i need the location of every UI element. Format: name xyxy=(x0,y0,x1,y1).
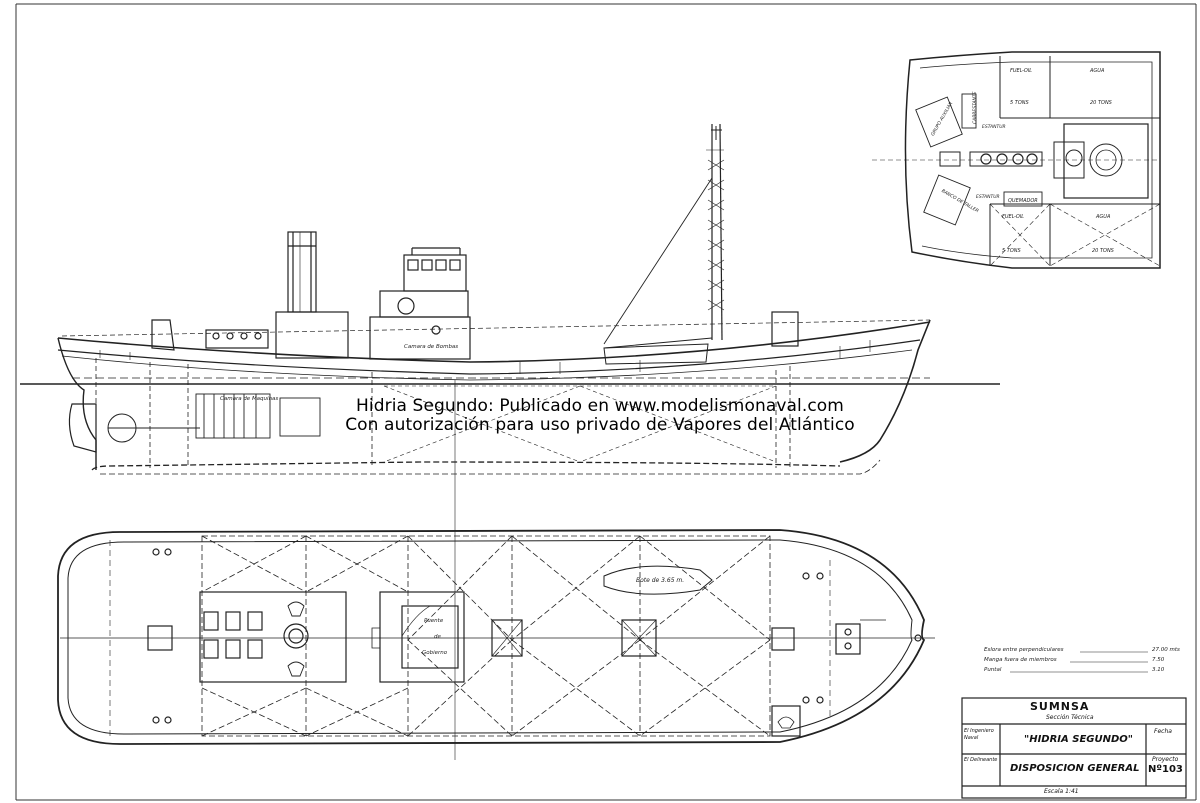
label-fuel-oil-top-tons: 5 TONS xyxy=(1010,100,1030,106)
dim-label: Puntal xyxy=(984,667,1002,673)
title-drawing: DISPOSICION GENERAL xyxy=(1010,763,1140,774)
label-banco-taller: BANCO DE TALLER xyxy=(940,188,979,214)
funnel-plan xyxy=(283,623,309,649)
label-estantur-bottom: ESTANTUR xyxy=(976,194,1000,200)
engine-casing-plan xyxy=(199,591,347,683)
watermark-line-1: Hidria Segundo: Publicado en www.modelis… xyxy=(356,396,844,416)
label-de: de xyxy=(434,634,441,640)
title-company: SUMNSA xyxy=(1030,700,1090,713)
label-fuel-oil-bottom: FUEL-OIL xyxy=(1002,214,1024,220)
profile-view xyxy=(20,123,1000,760)
dim-value: 27.00 mts xyxy=(1152,647,1180,653)
label-bote: Bote de 3.65 m. xyxy=(636,577,684,584)
rudder xyxy=(68,403,97,453)
keel xyxy=(91,461,841,471)
mast xyxy=(603,123,725,349)
label-agua-top: AGUA xyxy=(1089,68,1105,74)
sheet-border xyxy=(15,3,1197,801)
title-section: Sección Técnica xyxy=(1046,714,1094,721)
title-delineante: El Delineante xyxy=(964,757,998,763)
label-quemador: QUEMADOR xyxy=(1008,198,1038,204)
engine-room-inset xyxy=(872,51,1161,269)
label-estantur-top: ESTANTUR xyxy=(982,124,1006,130)
drawing-labels: Camara de Bombas Camara de Maquinas Bote… xyxy=(220,68,1115,656)
title-ship-name: "HIDRIA SEGUNDO" xyxy=(1024,734,1133,745)
label-agua-bottom: AGUA xyxy=(1095,214,1111,220)
title-ingeniero: El Ingeniero Naval xyxy=(964,728,994,741)
label-camara-maquinas: Camara de Maquinas xyxy=(220,396,278,402)
label-agua-top-tons: 20 TONS xyxy=(1090,100,1113,106)
boat-plan xyxy=(603,565,713,595)
label-cabrestante: CABRESTANTE xyxy=(972,91,978,124)
stern xyxy=(57,337,97,470)
plan-hull xyxy=(57,529,926,745)
title-number: Nº103 xyxy=(1148,764,1183,775)
label-agua-bottom-tons: 20 TONS xyxy=(1092,248,1115,254)
dim-label: Manga fuera de miembros xyxy=(984,657,1057,663)
label-gobierno: Gobierno xyxy=(422,650,448,656)
label-fuel-oil-top: FUEL-OIL xyxy=(1010,68,1032,74)
title-proyecto-label: Proyecto xyxy=(1152,756,1179,763)
bow xyxy=(839,319,931,463)
dim-label: Eslora entre perpendiculares xyxy=(984,647,1064,653)
dimensions-block: Eslora entre perpendiculares 27.00 mts M… xyxy=(984,647,1180,673)
title-scale: Escala 1:41 xyxy=(1044,788,1079,795)
watermark-line-2: Con autorización para uso privado de Vap… xyxy=(345,415,855,435)
plan-view xyxy=(57,529,935,745)
label-camara-bombas: Camara de Bombas xyxy=(404,344,458,350)
dim-value: 7.50 xyxy=(1152,657,1165,663)
dim-value: 3.10 xyxy=(1152,667,1165,673)
title-fecha-label: Fecha xyxy=(1154,728,1172,735)
label-grupo-auxiliar: GRUPO AUXILIAR xyxy=(930,101,954,137)
title-block-frame xyxy=(961,697,1187,799)
label-fuel-oil-bottom-tons: 5 TONS xyxy=(1002,248,1022,254)
funnel xyxy=(287,231,317,313)
label-puente: Puente xyxy=(424,618,444,624)
deck-sheer xyxy=(57,321,931,363)
